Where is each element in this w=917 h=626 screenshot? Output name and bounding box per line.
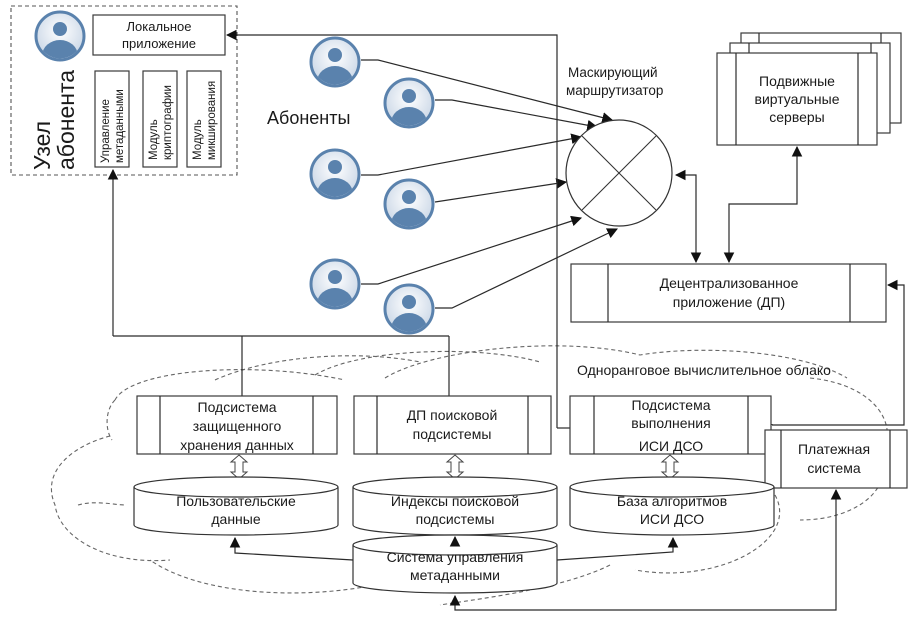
db-algo-label-1: База алгоритмов [617, 493, 727, 509]
subscriber-avatar-icon [311, 38, 359, 98]
dapp-box [570, 263, 887, 323]
dapp-label-2: приложение (ДП) [673, 294, 785, 310]
meta-to-algo-link [556, 536, 679, 561]
module-metadata-line2: метаданными [114, 89, 126, 163]
payment-label-1: Платежная [798, 441, 870, 457]
subscriber-avatar-icon [311, 150, 359, 210]
module-crypto-line2: криптографии [162, 85, 174, 160]
subscriber-avatar-icon [385, 79, 433, 139]
virtual-servers-label-2: виртуальные [755, 91, 840, 107]
exec-to-local-app-link [225, 29, 558, 428]
search-label-1: ДП поисковой [407, 407, 498, 423]
db-user-data [133, 476, 339, 536]
masking-router-icon [565, 119, 673, 227]
servers-dapp-link [723, 145, 803, 264]
storage-label-1: Подсистема [198, 399, 277, 415]
bidirectional-arrow-icon [229, 454, 680, 480]
subscriber-links [361, 59, 618, 309]
subsystem-search-box [353, 395, 552, 455]
module-mixing-box [186, 70, 222, 168]
db-algo-label-2: ИСИ ДСО [640, 511, 704, 527]
router-label-1: Маскирующий [568, 65, 658, 80]
storage-label-2: защищенного [193, 418, 282, 434]
module-crypto-box [142, 70, 178, 168]
search-label-2: подсистемы [413, 426, 492, 442]
dapp-label-1: Децентрализованное [660, 275, 799, 291]
module-metadata-box [94, 70, 130, 168]
db-user-label-1: Пользовательские [176, 493, 296, 509]
module-metadata-line1: Управление [100, 99, 112, 163]
virtual-servers-label-3: серверы [769, 109, 825, 125]
module-mixing-line1: Модуль [192, 119, 204, 160]
cloud-label: Одноранговое вычислительное облако [577, 362, 831, 378]
exec-label-2: выполнения [631, 415, 710, 431]
router-dapp-link [674, 169, 702, 264]
node-title-line1: Узел [29, 121, 55, 170]
db-index-label-2: подсистемы [416, 511, 495, 527]
node-title-line2: абонента [53, 70, 79, 170]
virtual-servers-label-1: Подвижные [759, 73, 835, 89]
local-app-label-2: приложение [122, 36, 196, 51]
meta-to-userdata-link [229, 536, 354, 561]
module-crypto-line1: Модуль [148, 119, 160, 160]
exec-label-3: ИСИ ДСО [639, 438, 703, 454]
payment-meta-link [449, 488, 842, 611]
exec-label-1: Подсистема [632, 397, 711, 413]
subscribers-label: Абоненты [267, 108, 350, 128]
payment-dapp-link [771, 285, 905, 426]
local-app-label-1: Локальное [127, 19, 192, 34]
subscriber-avatar-icon [385, 180, 433, 240]
db-index-label-1: Индексы поисковой [391, 493, 519, 509]
storage-label-3: хранения данных [180, 437, 294, 453]
local-app-box [92, 14, 226, 56]
subsystem-exec-box [569, 395, 772, 455]
payment-label-2: система [807, 460, 860, 476]
node-title: Узел абонента [29, 70, 79, 170]
subscriber-avatar-icon [311, 260, 359, 320]
payment-system-box [764, 429, 908, 489]
node-avatar-icon [36, 12, 84, 72]
router-label-2: маршрутизатор [566, 83, 663, 98]
module-mixing-line2: микширования [206, 81, 218, 160]
metadata-system-label-2: метаданными [410, 567, 500, 583]
subscriber-node-boundary [10, 5, 238, 176]
metadata-system-label-1: Система управления [387, 549, 524, 565]
subsystem-storage-box [136, 395, 338, 455]
db-user-label-2: данные [211, 511, 260, 527]
virtual-servers-stack [716, 32, 902, 146]
